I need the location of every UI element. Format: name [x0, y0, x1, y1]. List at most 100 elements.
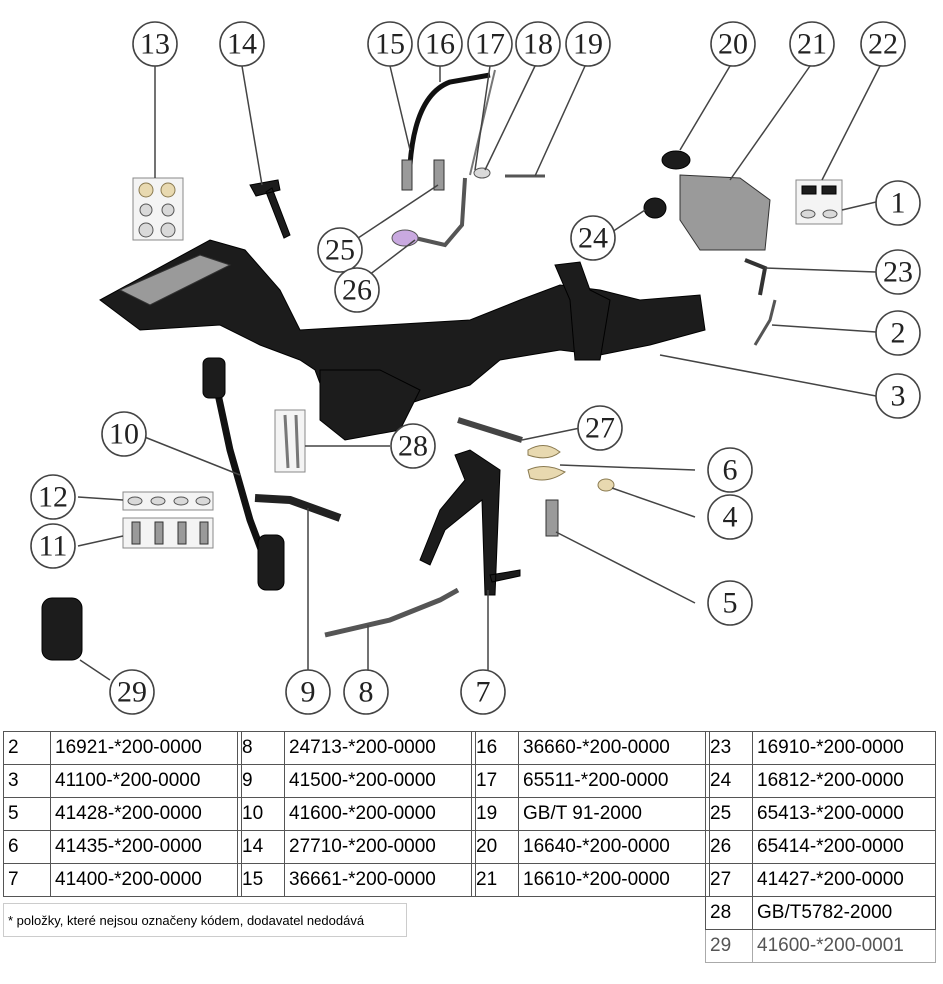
svg-text:19: 19: [573, 28, 603, 61]
svg-text:26: 26: [342, 274, 372, 307]
part-code: GB/T 91-2000: [518, 797, 710, 831]
callout-20: 20: [710, 21, 756, 67]
part-number: 25: [705, 797, 753, 831]
svg-text:24: 24: [578, 222, 608, 255]
footrest-rubber-part: [202, 357, 226, 399]
svg-text:12: 12: [38, 481, 68, 514]
callout-4: 4: [707, 494, 753, 540]
part-code: 41435-*200-0000: [50, 830, 242, 864]
svg-text:25: 25: [325, 234, 355, 267]
svg-text:5: 5: [723, 587, 738, 620]
svg-text:4: 4: [723, 501, 738, 534]
part-code: 16921-*200-0000: [50, 731, 242, 765]
svg-text:18: 18: [523, 28, 553, 61]
callout-18: 18: [515, 21, 561, 67]
svg-text:21: 21: [797, 28, 827, 61]
callout-28: 28: [390, 423, 436, 469]
pivot-pin-part: [457, 417, 523, 443]
part-code: 16812-*200-0000: [752, 764, 936, 798]
bolts-washers-set-part: [122, 491, 214, 549]
callout-6: 6: [707, 447, 753, 493]
svg-text:28: 28: [398, 430, 428, 463]
svg-text:10: 10: [109, 418, 139, 451]
svg-text:15: 15: [375, 28, 405, 61]
callout-1: 1: [875, 180, 921, 226]
bracket-part: [744, 258, 768, 296]
callout-2: 2: [875, 310, 921, 356]
cable-part: [407, 72, 491, 166]
stand-spring-part: [545, 499, 559, 537]
part-number: 10: [237, 797, 285, 831]
bolt-set-part: [795, 179, 843, 225]
part-code: 65414-*200-0000: [752, 830, 936, 864]
part-code: 24713-*200-0000: [284, 731, 476, 765]
part-number: 8: [237, 731, 285, 765]
part-code: 41600-*200-0001: [752, 929, 936, 963]
callout-25: 25: [317, 227, 363, 273]
long-bolts-part: [274, 409, 306, 473]
cap-part: [661, 150, 691, 170]
svg-text:27: 27: [585, 412, 615, 445]
part-number: 2: [3, 731, 51, 765]
part-number: 28: [705, 896, 753, 930]
callout-7: 7: [460, 669, 506, 715]
callout-29: 29: [109, 669, 155, 715]
callout-16: 16: [417, 21, 463, 67]
svg-text:2: 2: [891, 317, 906, 350]
side-stand-part: [324, 587, 460, 638]
callout-15: 15: [367, 21, 413, 67]
part-number: 21: [471, 863, 519, 897]
part-code: 16640-*200-0000: [518, 830, 710, 864]
svg-text:11: 11: [39, 530, 68, 563]
part-code: 27710-*200-0000: [284, 830, 476, 864]
part-number: 23: [705, 731, 753, 765]
callout-19: 19: [565, 21, 611, 67]
tank-part: [679, 174, 771, 251]
part-code: 16910-*200-0000: [752, 731, 936, 765]
part-number: 17: [471, 764, 519, 798]
part-number: 27: [705, 863, 753, 897]
part-code: 36660-*200-0000: [518, 731, 710, 765]
part-number: 16: [471, 731, 519, 765]
callout-9: 9: [285, 669, 331, 715]
part-number: 7: [3, 863, 51, 897]
svg-text:7: 7: [476, 676, 491, 709]
part-code: 41100-*200-0000: [50, 764, 242, 798]
footrest-rubber-lower-part: [257, 534, 285, 591]
callout-12: 12: [30, 474, 76, 520]
part-number: 24: [705, 764, 753, 798]
callout-21: 21: [789, 21, 835, 67]
callout-24: 24: [570, 215, 616, 261]
spring-small-part: [433, 159, 445, 191]
svg-text:9: 9: [301, 676, 316, 709]
part-code: 41427-*200-0000: [752, 863, 936, 897]
part-code: 41400-*200-0000: [50, 863, 242, 897]
part-number: 15: [237, 863, 285, 897]
svg-text:20: 20: [718, 28, 748, 61]
exploded-parts-diagram: 13 14 15 16 17 18 19 20 21 22 1 24 25 26…: [30, 21, 921, 715]
washer-set-part: [132, 177, 184, 241]
part-number: 6: [3, 830, 51, 864]
clip-part: [753, 299, 777, 346]
spring-part: [401, 159, 413, 191]
part-code: 65511-*200-0000: [518, 764, 710, 798]
